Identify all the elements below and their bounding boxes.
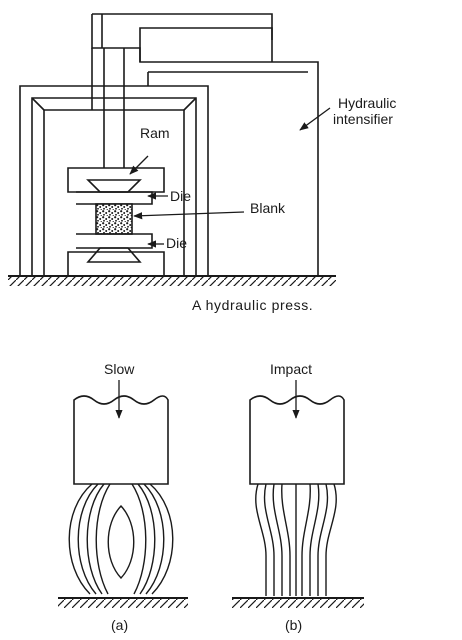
- forging-slow-figure: [58, 380, 188, 608]
- ram: [67, 48, 165, 193]
- lower-die: [67, 233, 165, 277]
- hydraulic-intensifier: [91, 13, 319, 276]
- press-leader-lines: [129, 107, 331, 248]
- impact-label: Impact: [270, 361, 313, 377]
- lower-die-label: Die: [166, 235, 188, 251]
- caption-b: (b): [285, 617, 303, 633]
- upper-die-label: Die: [170, 188, 192, 204]
- press-frame: [19, 85, 209, 276]
- forging-impact-figure: [232, 380, 364, 608]
- slow-ground: [58, 597, 188, 608]
- slow-die-block: [73, 395, 169, 485]
- intensifier-label-line1: Hydraulic: [338, 95, 397, 111]
- ram-label: Ram: [140, 125, 170, 141]
- press-caption: A hydraulic press.: [192, 297, 314, 313]
- blank-label: Blank: [250, 200, 286, 216]
- impact-flow-lines: [255, 483, 337, 596]
- upper-die: [76, 179, 153, 205]
- intensifier-label-line2: intensifier: [333, 111, 393, 127]
- impact-die-block: [249, 395, 345, 485]
- slow-flow-lines: [68, 483, 174, 595]
- impact-ground: [232, 597, 364, 608]
- slow-label: Slow: [104, 361, 135, 377]
- ground-base: [8, 275, 336, 286]
- blank-workpiece: [95, 203, 133, 235]
- hydraulic-press: [8, 13, 336, 286]
- caption-a: (a): [111, 617, 129, 633]
